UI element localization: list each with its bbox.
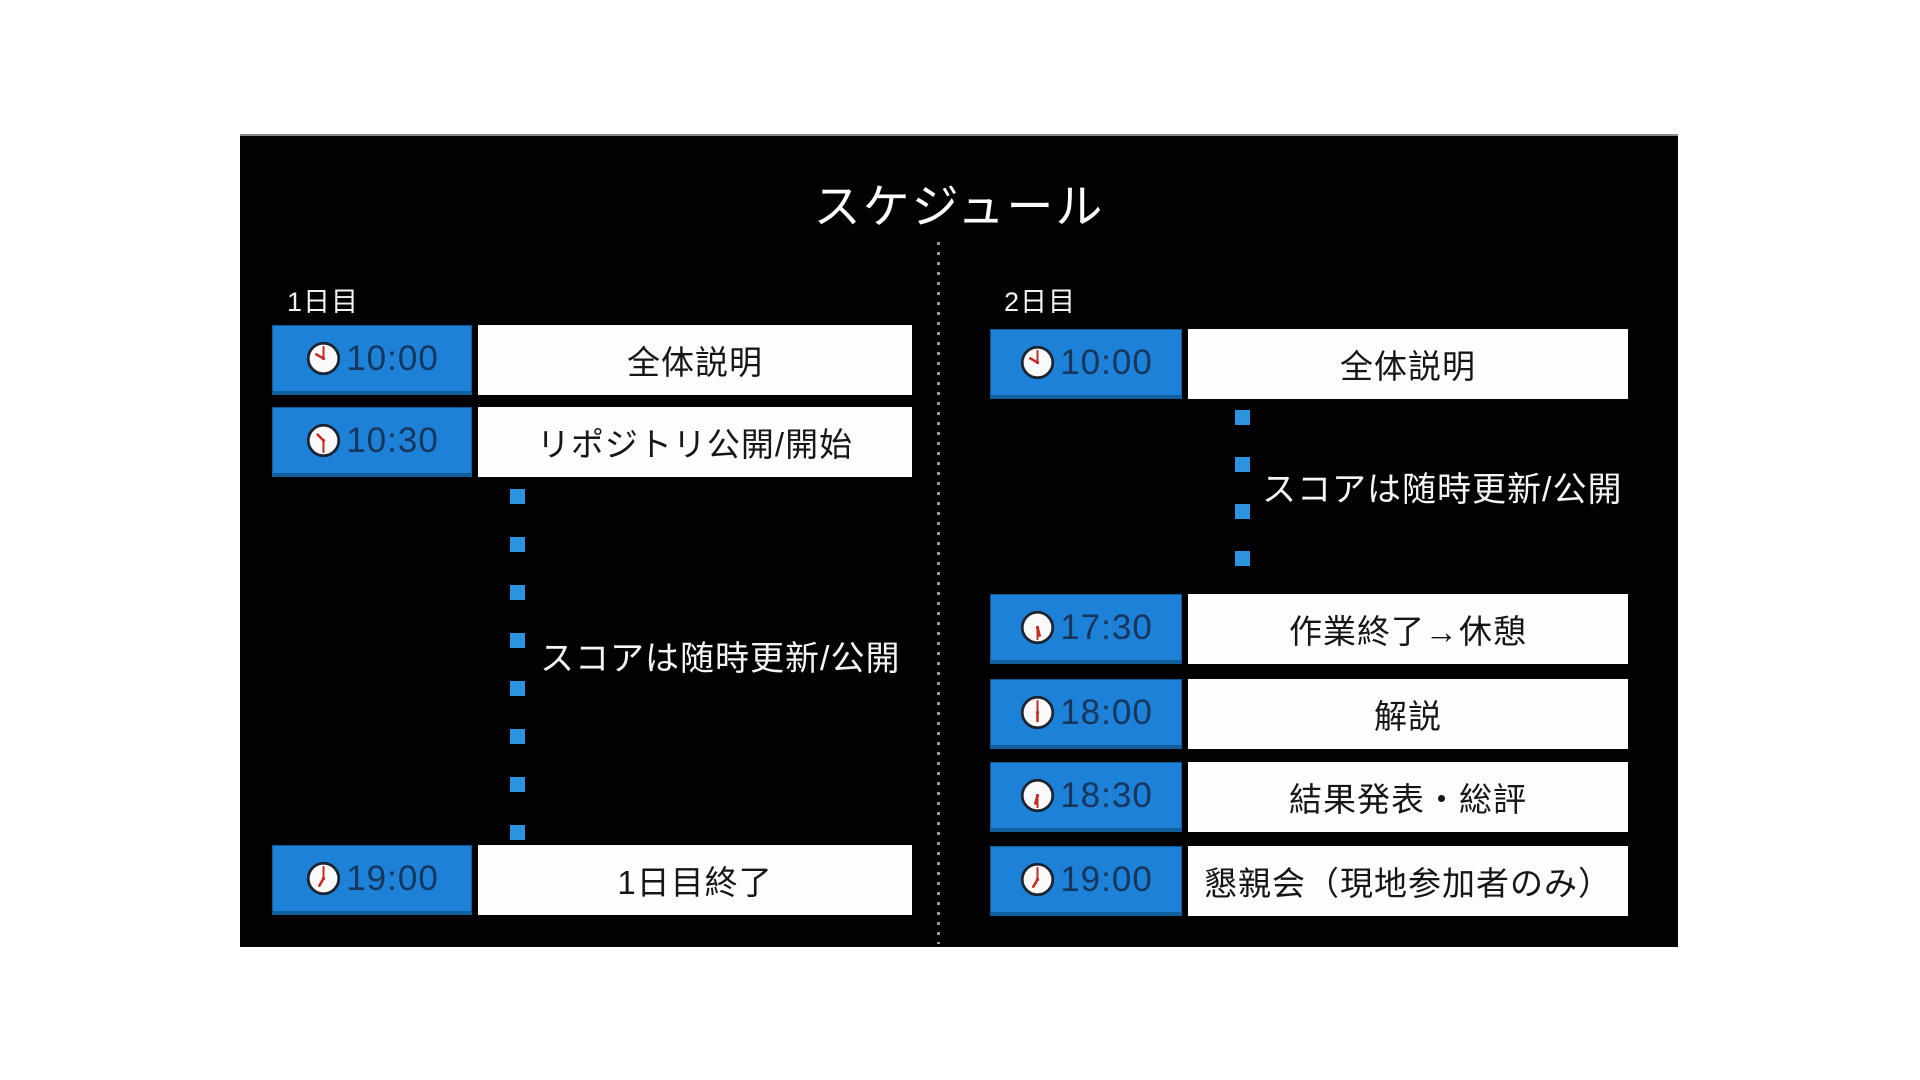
event-label: 1日目終了 [617,864,773,901]
event-label: リポジトリ公開/開始 [536,426,854,463]
event-label: 全体説明 [1340,348,1476,385]
day1-row-1000: 10:00 全体説明 [240,325,1678,395]
clock-icon [307,341,341,376]
column-separator-dotted-line [937,242,940,944]
time-badge: 10:30 [272,407,472,477]
time-label: 18:00 [1060,692,1153,732]
event-label: 結果発表・総評 [1289,781,1527,818]
event-box: 作業終了→休憩 [1188,594,1628,664]
event-label: 解説 [1374,698,1442,735]
event-box: 全体説明 [478,325,912,395]
time-label: 19:00 [1060,859,1153,899]
clock-icon [1021,610,1055,645]
event-box: 全体説明 [1188,329,1628,399]
slide-title: スケジュール [813,180,1105,233]
clock-icon [1021,695,1055,730]
day2-dotted-connector [1235,410,1250,567]
time-badge: 19:00 [990,846,1182,916]
time-label: 10:30 [346,420,439,460]
day2-row-1800: 18:00 解説 [240,679,1678,749]
event-label: 全体説明 [627,344,763,381]
event-box: 1日目終了 [478,845,912,915]
day1-row-1900: 19:00 1日目終了 [240,845,1678,915]
day1-label: 1日目 [287,287,360,317]
event-box: リポジトリ公開/開始 [478,407,912,477]
clock-icon [307,423,341,458]
event-label: 作業終了→休憩 [1289,613,1527,650]
day2-row-1000: 10:00 全体説明 [240,329,1678,399]
day1-dotted-connector [510,489,525,841]
clock-icon [1021,345,1055,380]
time-label: 19:00 [346,858,439,898]
time-badge: 18:00 [990,679,1182,749]
day2-row-1900: 19:00 懇親会（現地参加者のみ） [240,846,1678,916]
event-box: 結果発表・総評 [1188,762,1628,832]
time-label: 17:30 [1060,607,1153,647]
event-box: 解説 [1188,679,1628,749]
time-badge: 18:30 [990,762,1182,832]
time-badge: 10:00 [272,325,472,395]
event-box: 懇親会（現地参加者のみ） [1188,846,1628,916]
time-label: 10:00 [1060,342,1153,382]
day2-label: 2日目 [1004,287,1077,317]
day1-note: スコアは随時更新/公開 [540,640,901,678]
time-badge: 17:30 [990,594,1182,664]
time-badge: 19:00 [272,845,472,915]
time-badge: 10:00 [990,329,1182,399]
clock-icon [1021,778,1055,813]
time-label: 18:30 [1060,775,1153,815]
day1-row-1030: 10:30 リポジトリ公開/開始 [240,407,1678,477]
day2-row-1730: 17:30 作業終了→休憩 [240,594,1678,664]
clock-icon [307,861,341,896]
time-label: 10:00 [346,338,439,378]
event-label: 懇親会（現地参加者のみ） [1204,865,1612,902]
day2-note: スコアは随時更新/公開 [1262,471,1623,509]
schedule-slide: スケジュール 1日目 10:00 全体説明 [240,134,1678,947]
clock-icon [1021,862,1055,897]
day2-row-1830: 18:30 結果発表・総評 [240,762,1678,832]
